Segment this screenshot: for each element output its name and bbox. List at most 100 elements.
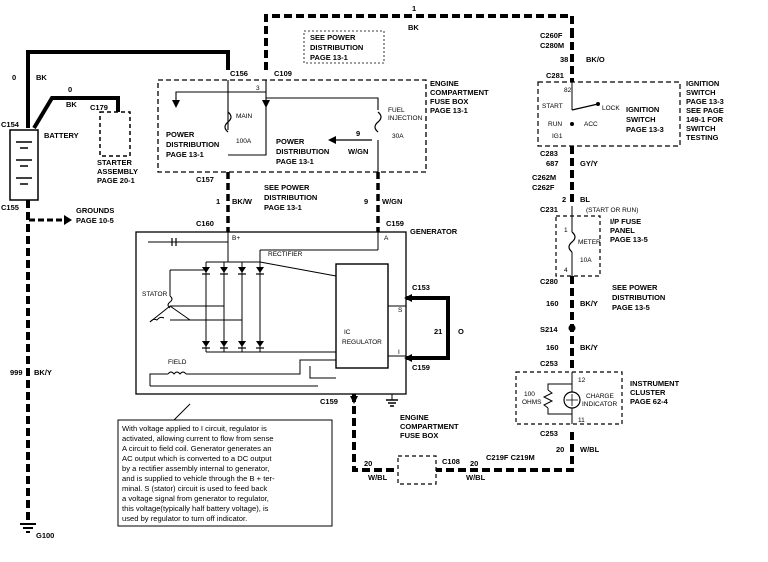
ign-inner-3: PAGE 13-3 xyxy=(626,125,664,134)
bottom-wbl-b: W/BL xyxy=(466,473,486,482)
diode-icon xyxy=(255,266,265,275)
b-plus-label: B+ xyxy=(232,235,240,242)
diode-icon xyxy=(219,266,229,275)
diode-icon xyxy=(255,340,265,349)
bkw-color: BK/W xyxy=(232,197,253,206)
meter-amp: 10A xyxy=(580,257,592,264)
arrow-down-icon-2 xyxy=(262,100,270,108)
ign-3: PAGE 13-3 xyxy=(686,97,724,106)
c156-label: C156 xyxy=(230,69,248,78)
fuse-pin-4: 4 xyxy=(564,267,568,274)
c159c-label: C159 xyxy=(320,397,338,406)
bottom-wbl-a: W/BL xyxy=(368,473,388,482)
svg-text:A circuit to field coil. Gener: A circuit to field coil. Generator gener… xyxy=(122,444,271,453)
fuse-wgn-num: 9 xyxy=(356,129,360,138)
svg-text:this voltage(typically half ba: this voltage(typically half battery volt… xyxy=(122,504,269,513)
stator-coil xyxy=(149,270,191,323)
note-box xyxy=(117,419,333,527)
grounds-arrowhead xyxy=(64,215,72,225)
ign-7: TESTING xyxy=(686,133,719,142)
stator-label: STATOR xyxy=(142,291,168,298)
ign-inner-1: IGNITION xyxy=(626,105,659,114)
see-power-top-box xyxy=(303,30,385,64)
cluster-1: INSTRUMENT xyxy=(630,379,680,388)
rectifier xyxy=(170,232,379,353)
generator-box xyxy=(135,231,407,395)
starter-wire xyxy=(32,96,120,130)
ignition-switch-contact[interactable] xyxy=(571,103,599,111)
c179-label: C179 xyxy=(90,103,108,112)
ecfb-label-1: ENGINE xyxy=(430,79,459,88)
c219-label: C219F C219M xyxy=(486,453,535,462)
svg-text:AC output which is converted t: AC output which is converted to a DC out… xyxy=(122,454,272,463)
gen-ground-icon xyxy=(386,394,398,407)
see-power-top-3: PAGE 13-1 xyxy=(310,53,348,62)
c283-label: C283 xyxy=(540,149,558,158)
see-power-r-3: PAGE 13-5 xyxy=(612,303,650,312)
field-label: FIELD xyxy=(168,359,187,366)
hot-start-run: (START OR RUN) xyxy=(586,207,638,214)
ip-fuse-3: PAGE 13-5 xyxy=(610,235,648,244)
c154-label: C154 xyxy=(1,120,20,129)
see-power-r-1: SEE POWER xyxy=(612,283,658,292)
pd-a-2: DISTRIBUTION xyxy=(166,140,219,149)
stator-loop xyxy=(406,296,450,360)
top-bk-wire xyxy=(264,14,574,70)
w160a-num: 160 xyxy=(546,299,559,308)
ohms-label: 100 xyxy=(524,391,535,398)
c253b-label: C253 xyxy=(540,429,558,438)
starter-page: PAGE 20-1 xyxy=(97,176,135,185)
pd-a-1: POWER xyxy=(166,130,195,139)
diode-icon xyxy=(219,340,229,349)
w-bl-bottom-wire xyxy=(352,394,574,472)
left-wire-color: BK xyxy=(36,73,47,82)
ecfb-label-2: COMPARTMENT xyxy=(430,88,489,97)
bl-color: BL xyxy=(580,195,590,204)
svg-text:and is supplied to vehicle thr: and is supplied to vehicle through the B… xyxy=(122,474,275,483)
starter-label-2: ASSEMBLY xyxy=(97,167,138,176)
wgn-num: 9 xyxy=(364,197,368,206)
c260-label: C260F xyxy=(540,31,563,40)
fuse-box-bus xyxy=(175,80,379,172)
ic-label-1: IC xyxy=(344,329,351,336)
bottom-fuse-box xyxy=(397,455,437,485)
c108-label: C108 xyxy=(442,457,460,466)
bottom-20b: 20 xyxy=(470,459,478,468)
ign-6: SWITCH xyxy=(686,124,716,133)
arrow-left-icon xyxy=(328,136,336,144)
ign-2: SWITCH xyxy=(686,88,716,97)
s-term: S xyxy=(398,307,403,314)
ecfb-page: PAGE 13-1 xyxy=(430,106,468,115)
fuel-fuse-icon xyxy=(374,111,382,133)
bl-num: 2 xyxy=(562,195,566,204)
meter-fuse-icon xyxy=(568,231,576,253)
ecfb-bot-3: FUSE BOX xyxy=(400,431,438,440)
ip-fuse-1: I/P FUSE xyxy=(610,217,641,226)
main-amp: 100A xyxy=(236,138,252,145)
w687-num: 687 xyxy=(546,159,559,168)
pd-a-3: PAGE 13-1 xyxy=(166,150,204,159)
arrow-down-icon xyxy=(172,100,180,108)
cluster-2: CLUSTER xyxy=(630,388,666,397)
bkw-num: 1 xyxy=(216,197,220,206)
starter-wire-num: 0 xyxy=(68,85,72,94)
c109-label: C109 xyxy=(274,69,292,78)
w20-num: 20 xyxy=(556,445,564,454)
pd-b-2: DISTRIBUTION xyxy=(276,147,329,156)
c231-label: C231 xyxy=(540,205,558,214)
see-power-top-2: DISTRIBUTION xyxy=(310,43,363,52)
c153-label: C153 xyxy=(412,283,430,292)
ecfb-bot-2: COMPARTMENT xyxy=(400,422,459,431)
grounds-label: GROUNDS xyxy=(76,206,114,215)
fuel-amp: 30A xyxy=(392,133,404,140)
g100-label: G100 xyxy=(36,531,54,540)
see-power-mid-2: DISTRIBUTION xyxy=(264,193,317,202)
c280-label: C280 xyxy=(540,277,558,286)
pin-11: 11 xyxy=(578,417,585,424)
stator-wire-num: 21 xyxy=(434,327,442,336)
ground-wire-color: BK/Y xyxy=(34,368,52,377)
c262m-label: C262M xyxy=(532,173,556,182)
battery-label: BATTERY xyxy=(44,131,79,140)
c155-label: C155 xyxy=(1,203,19,212)
